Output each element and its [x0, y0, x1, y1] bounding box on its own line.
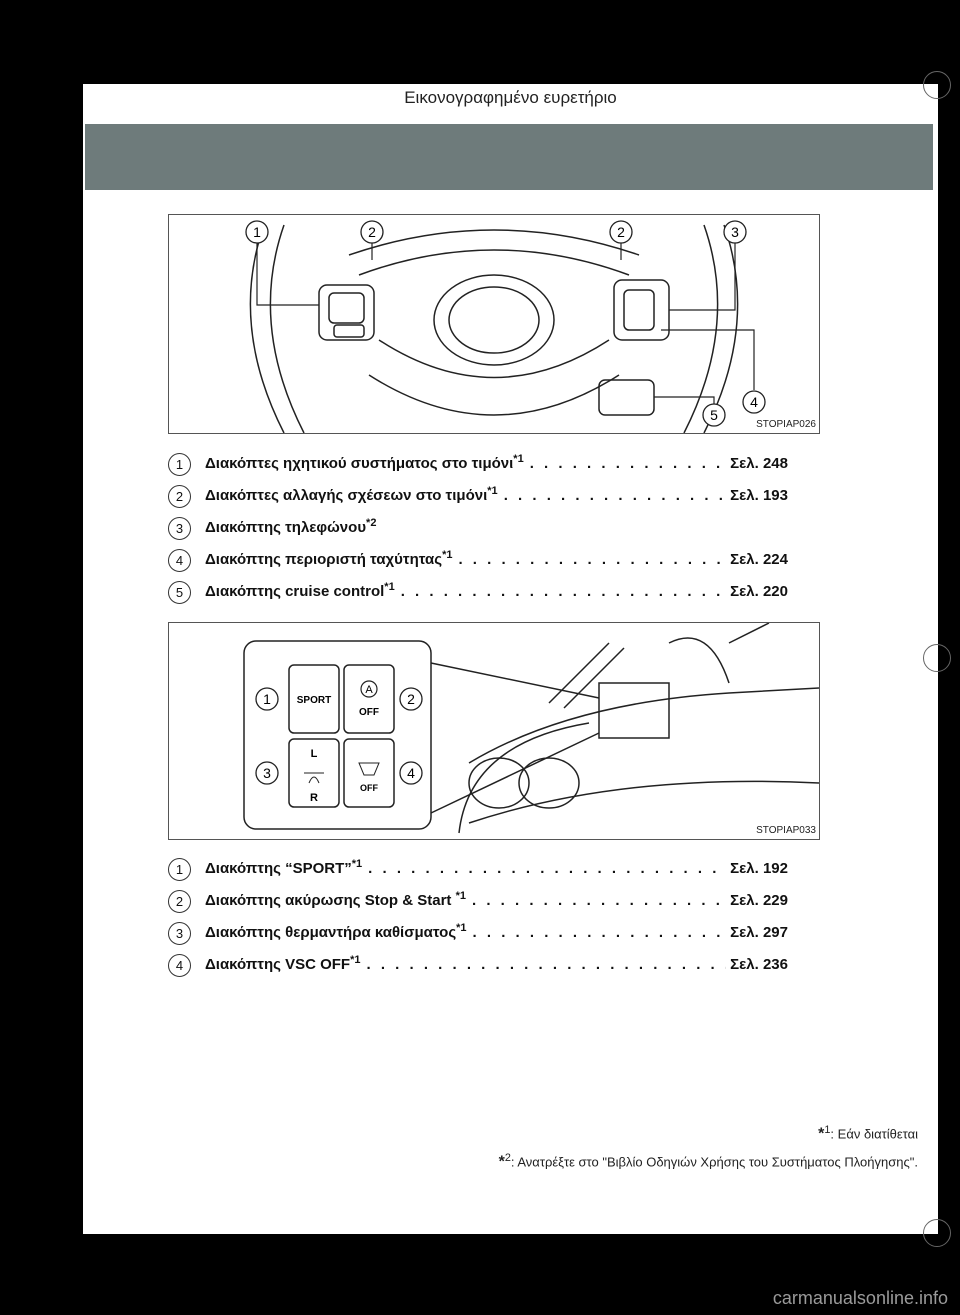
- watermark: carmanualsonline.info: [772, 1288, 948, 1308]
- manual-page: Εικονογραφημένο ευρετήριο: [83, 71, 951, 1247]
- list-item: 4 Διακόπτης περιοριστή ταχύτητας*1 Σελ. 22…: [168, 548, 788, 580]
- leader-dots: [401, 583, 726, 600]
- item-label: Διακόπτες ηχητικού συστήματος στο τιμόνι…: [205, 453, 524, 472]
- footnote-1: *1: Εάν διατίθεται: [818, 1124, 918, 1143]
- page-ref-link[interactable]: Σελ. 224: [730, 551, 788, 568]
- item-label: Διακόπτες αλλαγής σχέσεων στο τιμόνι*1: [205, 485, 498, 504]
- stop-start-a-icon: [360, 680, 378, 698]
- item-number: 2: [168, 485, 191, 508]
- crop-mark-icon: [923, 71, 951, 99]
- item-label: Διακόπτης τηλεφώνου*2: [205, 517, 377, 536]
- steering-switches-list: 1 Διακόπτες ηχητικού συστήματος στο τιμόν…: [168, 452, 788, 612]
- leader-dots: [368, 860, 726, 877]
- item-label: Διακόπτης cruise control*1: [205, 581, 395, 600]
- item-number: 4: [168, 549, 191, 572]
- footnote-2: *2: Ανατρέξτε στο "Βιβλίο Οδηγιών Χρήσης…: [498, 1152, 918, 1171]
- leader-dots: [473, 924, 727, 941]
- svg-text:1: 1: [263, 691, 271, 707]
- item-label: Διακόπτης “SPORT”*1: [205, 858, 363, 877]
- leader-dots: [530, 455, 726, 472]
- item-number: 3: [168, 922, 191, 945]
- item-number: 5: [168, 581, 191, 604]
- callout-2-left: 2: [360, 220, 384, 244]
- item-label: Διακόπτης θερμαντήρα καθίσματος*1: [205, 922, 467, 941]
- crop-mark-icon: [923, 644, 951, 672]
- seat-heater-right-label: R: [310, 792, 318, 804]
- vsc-car-icon: [358, 762, 380, 776]
- item-number: 4: [168, 954, 191, 977]
- steering-wheel-figure: 1 2 2 3 4 5 STOPIAP026: [168, 214, 820, 434]
- page-ref-link[interactable]: Σελ. 229: [730, 892, 788, 909]
- vsc-off-label: OFF: [360, 783, 378, 793]
- leader-dots: [472, 892, 726, 909]
- page-ref-link[interactable]: Σελ. 297: [730, 924, 788, 941]
- leader-dots: [504, 487, 726, 504]
- section-title: Εικονογραφημένο ευρετήριο: [404, 88, 617, 107]
- list-item: 2 Διακόπτες αλλαγής σχέσεων στο τιμόνι*1 Σ…: [168, 484, 788, 516]
- center-console-illustration: SPORT A OFF L R OFF 1 2 3 4: [243, 623, 819, 834]
- list-item: 1 Διακόπτες ηχητικού συστήματος στο τιμόν…: [168, 452, 788, 484]
- item-label: Διακόπτης ακύρωσης Stop & Start *1: [205, 890, 466, 909]
- svg-text:1: 1: [253, 224, 261, 240]
- steering-wheel-illustration: 1 2 2 3 4 5: [245, 220, 766, 433]
- callout-4: 4: [399, 761, 423, 785]
- svg-text:2: 2: [617, 224, 625, 240]
- svg-text:2: 2: [368, 224, 376, 240]
- item-number: 1: [168, 858, 191, 881]
- page-ref-link[interactable]: Σελ. 248: [730, 455, 788, 472]
- callout-4: 4: [742, 390, 766, 414]
- leader-dots: [367, 956, 727, 973]
- seat-heater-icon: [304, 772, 324, 784]
- callout-1: 1: [245, 220, 269, 244]
- item-number: 2: [168, 890, 191, 913]
- list-item: 2 Διακόπτης ακύρωσης Stop & Start *1 Σελ. …: [168, 889, 788, 921]
- item-label: Διακόπτης VSC OFF*1: [205, 954, 361, 973]
- svg-text:3: 3: [263, 765, 271, 781]
- callout-3: 3: [723, 220, 747, 244]
- svg-text:4: 4: [407, 765, 415, 781]
- seat-heater-left-label: L: [311, 748, 318, 760]
- callout-3: 3: [255, 761, 279, 785]
- console-switches-list: 1 Διακόπτης “SPORT”*1 Σελ. 192 2 Διακόπτης α…: [168, 857, 788, 985]
- callout-1: 1: [255, 687, 279, 711]
- list-item: 5 Διακόπτης cruise control*1 Σελ. 220: [168, 580, 788, 612]
- page-ref-link[interactable]: Σελ. 236: [730, 956, 788, 973]
- callout-5: 5: [702, 403, 726, 427]
- leader-dots: [458, 551, 726, 568]
- callout-2: 2: [399, 687, 423, 711]
- page-ref-link[interactable]: Σελ. 192: [730, 860, 788, 877]
- list-item: 3 Διακόπτης θερμαντήρα καθίσματος*1 Σελ. 2…: [168, 921, 788, 953]
- page-ref-link[interactable]: Σελ. 193: [730, 487, 788, 504]
- callout-2-right: 2: [609, 220, 633, 244]
- svg-text:4: 4: [750, 394, 758, 410]
- page-ref-link[interactable]: Σελ. 220: [730, 583, 788, 600]
- list-item: 3 Διακόπτης τηλεφώνου*2: [168, 516, 788, 548]
- sport-button-label: SPORT: [297, 695, 331, 706]
- svg-text:5: 5: [710, 407, 718, 423]
- item-label: Διακόπτης περιοριστή ταχύτητας*1: [205, 549, 453, 568]
- header-band: [85, 124, 933, 190]
- figure-code: STOPIAP026: [756, 419, 816, 430]
- list-item: 1 Διακόπτης “SPORT”*1 Σελ. 192: [168, 857, 788, 889]
- stop-start-off-label: OFF: [359, 707, 379, 718]
- footnotes: *1: Εάν διατίθεται *2: Ανατρέξτε στο "Βι…: [499, 1124, 918, 1181]
- svg-text:2: 2: [407, 691, 415, 707]
- center-console-figure: SPORT A OFF L R OFF 1 2 3 4 STOPIAP033: [168, 622, 820, 840]
- item-number: 3: [168, 517, 191, 540]
- list-item: 4 Διακόπτης VSC OFF*1 Σελ. 236: [168, 953, 788, 985]
- stop-start-a-label: A: [365, 684, 373, 696]
- figure-code: STOPIAP033: [756, 825, 816, 836]
- svg-text:3: 3: [731, 224, 739, 240]
- crop-mark-icon: [923, 1219, 951, 1247]
- item-number: 1: [168, 453, 191, 476]
